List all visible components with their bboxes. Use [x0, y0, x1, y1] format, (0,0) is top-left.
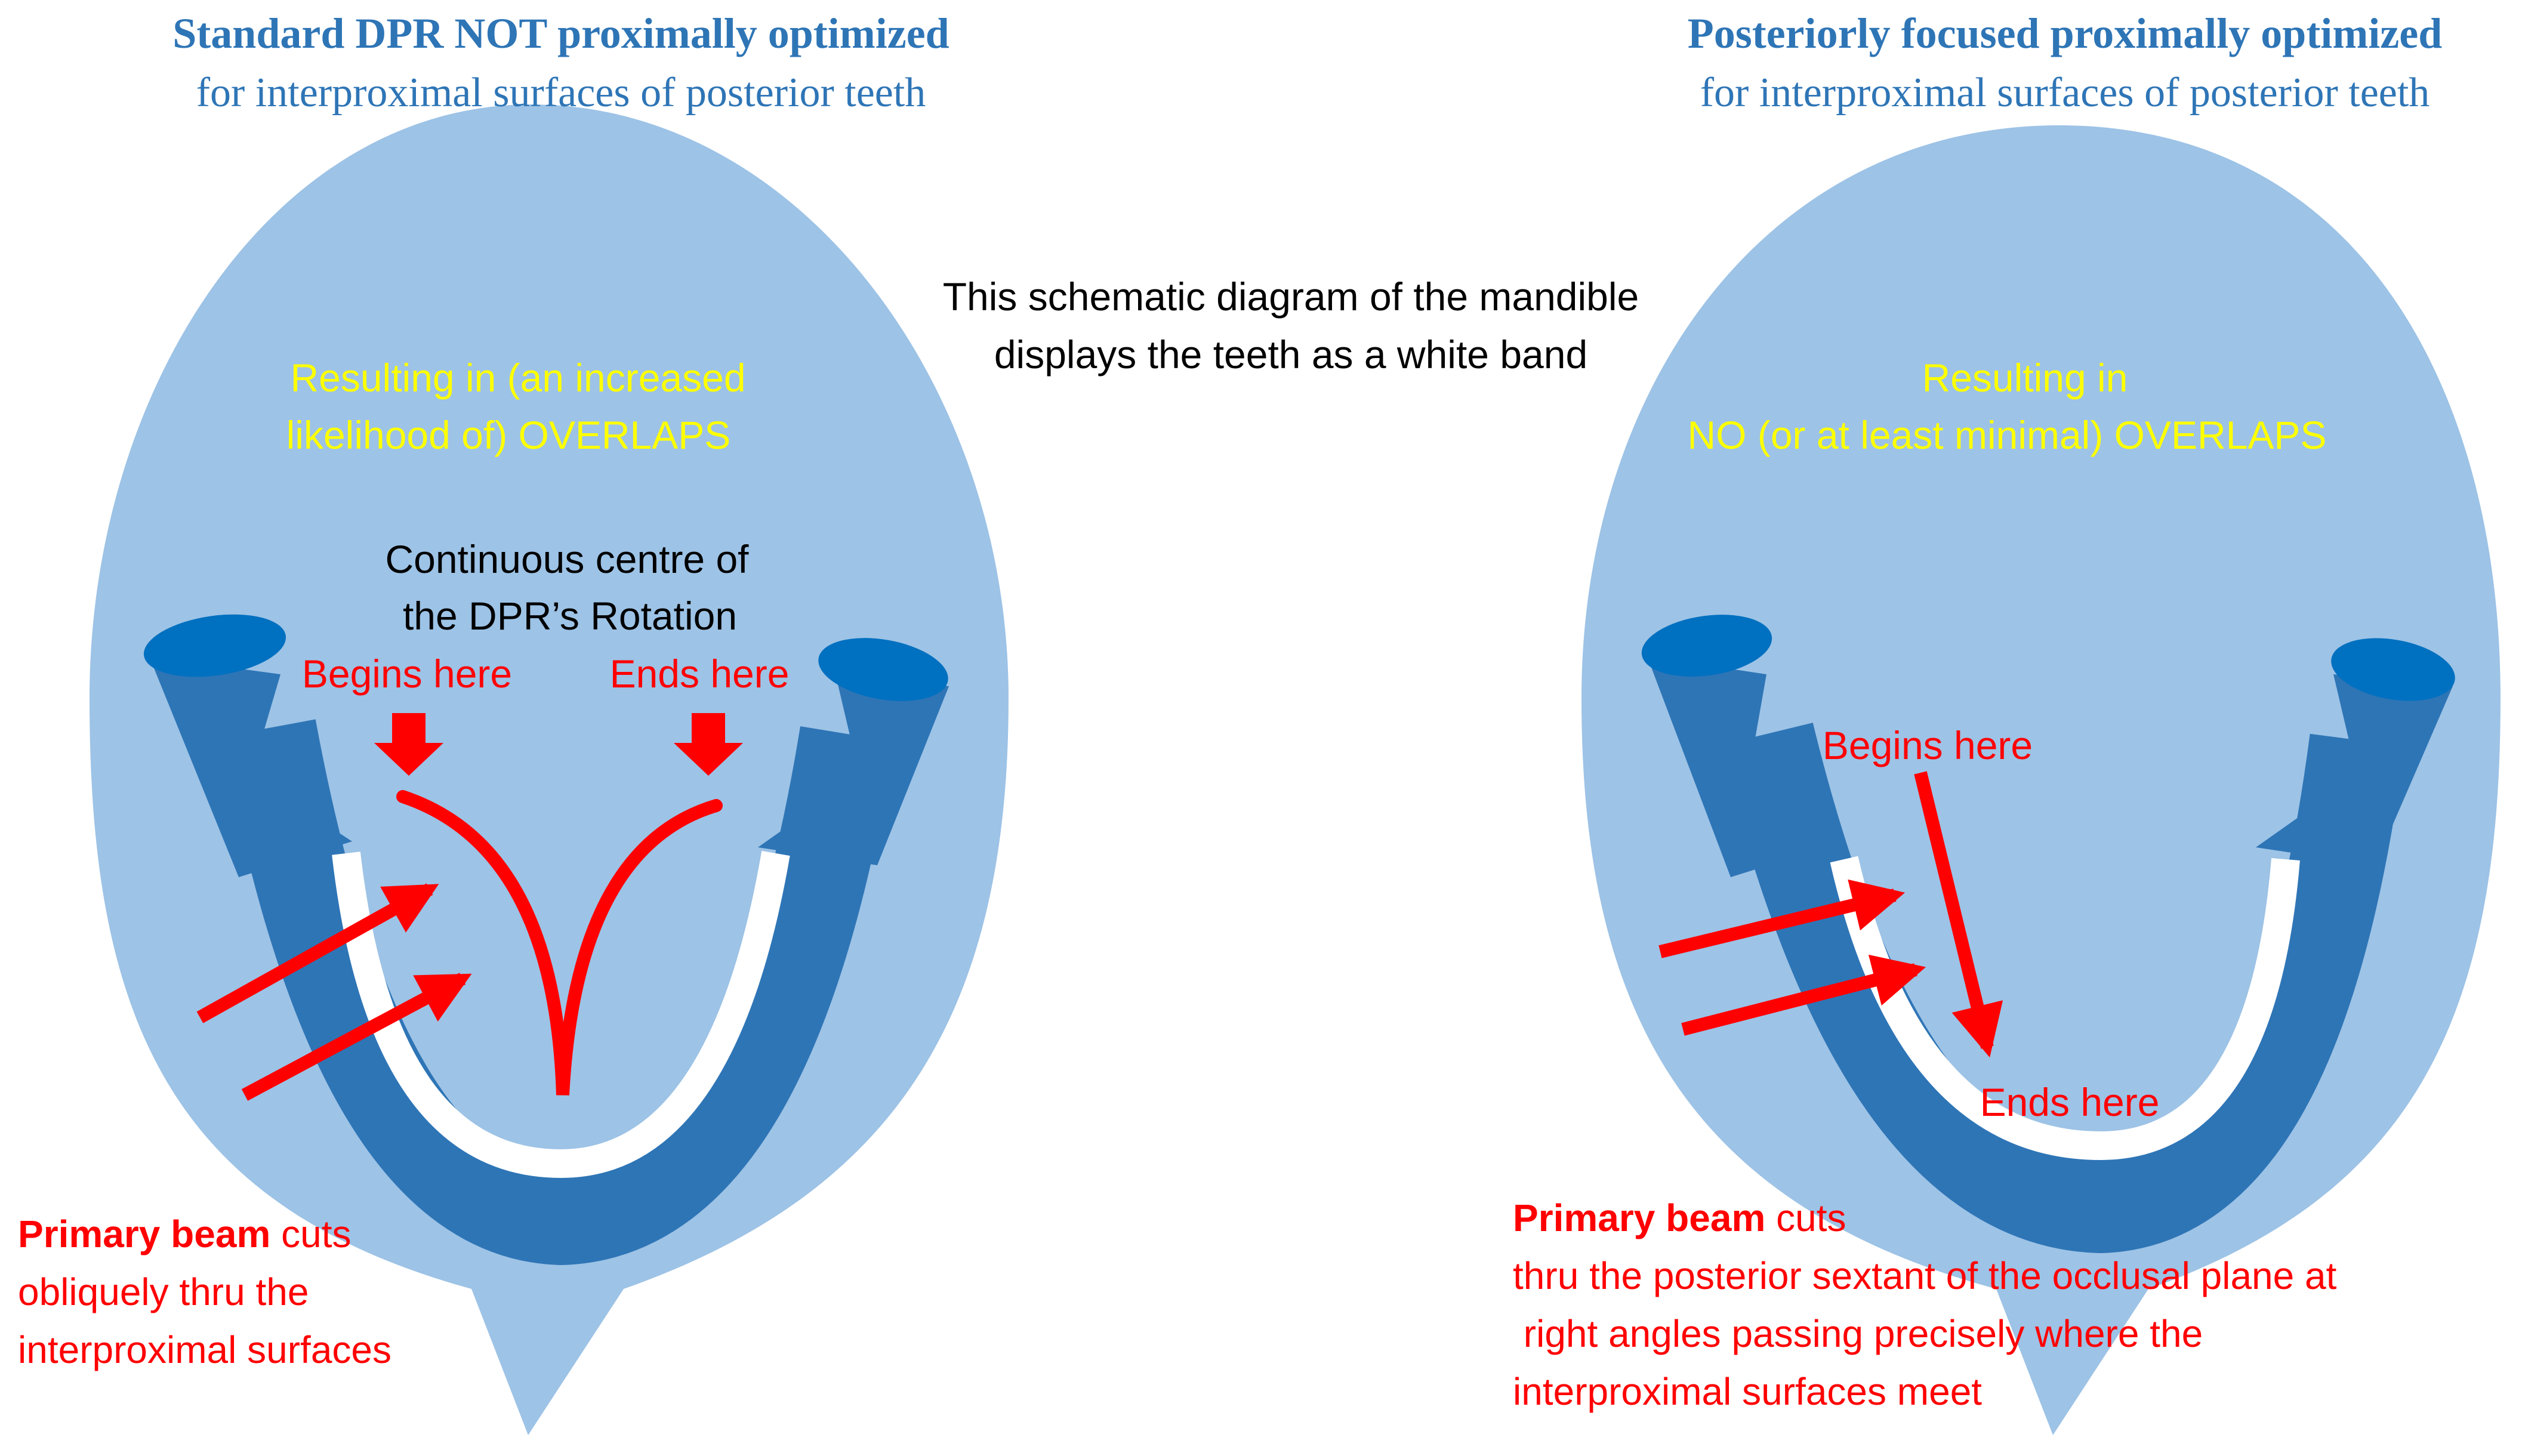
- right-condyle-left: [1641, 615, 1772, 677]
- right-condyle-right: [2331, 638, 2455, 701]
- left-beam-line1: Primary beam cuts: [18, 1213, 352, 1256]
- right-beam-arrow-lower: [1681, 954, 1926, 1036]
- left-beam-bold: Primary beam: [18, 1213, 270, 1256]
- left-begins-down-arrow: [374, 713, 443, 776]
- right-ends-label: Ends here: [1980, 1080, 2160, 1124]
- right-beam-line4: interproximal surfaces meet: [1513, 1370, 1982, 1413]
- left-begins-label: Begins here: [302, 652, 512, 696]
- left-ends-label: Ends here: [610, 652, 790, 696]
- left-panel: Standard DPR NOT proximally optimized fo…: [18, 10, 1009, 1435]
- left-beam-rest: cuts: [270, 1213, 351, 1256]
- right-beam-line1: Primary beam cuts: [1513, 1196, 1846, 1239]
- right-result-line2: NO (or at least minimal) OVERLAPS: [1688, 413, 2327, 457]
- right-beam-arrow-upper: [1658, 879, 1906, 958]
- left-ends-down-arrow: [674, 713, 743, 776]
- right-beam-rest: cuts: [1765, 1196, 1846, 1239]
- center-note-line1: This schematic diagram of the mandible: [943, 274, 1639, 319]
- left-title: Standard DPR NOT proximally optimized: [172, 10, 949, 57]
- left-rotation-line2: the DPR’s Rotation: [403, 594, 737, 638]
- right-ramus-right: [2256, 674, 2453, 865]
- left-result-line1: Resulting in (an increased: [290, 356, 745, 400]
- right-title: Posteriorly focused proximally optimized: [1688, 10, 2443, 57]
- right-begins-label: Begins here: [1823, 723, 2033, 767]
- left-rotation-line1: Continuous centre of: [385, 537, 749, 581]
- left-mandible: [221, 719, 895, 1266]
- right-teeth-band: [1830, 856, 2300, 1161]
- left-beam-arrow-upper: [196, 883, 439, 1023]
- right-rotation-arrow: [1914, 771, 2003, 1058]
- left-result-line2: likelihood of) OVERLAPS: [286, 413, 731, 457]
- left-condyle-left: [143, 614, 286, 677]
- right-panel: Posteriorly focused proximally optimized…: [1513, 10, 2501, 1435]
- left-beam-line2: obliquely thru the: [18, 1270, 309, 1313]
- right-beam-line3: right angles passing precisely where the: [1513, 1312, 2203, 1355]
- left-ramus-right: [758, 674, 949, 865]
- left-beam-arrow-lower: [241, 973, 472, 1101]
- left-beam-line3: interproximal surfaces: [18, 1328, 391, 1371]
- right-beam-line2: thru the posterior sextant of the occlus…: [1513, 1254, 2337, 1297]
- right-subtitle: for interproximal surfaces of posterior …: [1700, 70, 2430, 116]
- right-result-line1: Resulting in: [1922, 356, 2128, 400]
- right-ramus-left: [1647, 656, 1844, 877]
- left-ramus-left: [149, 656, 352, 877]
- left-subtitle: for interproximal surfaces of posterior …: [196, 70, 926, 116]
- center-note: This schematic diagram of the mandible d…: [943, 274, 1639, 377]
- center-note-line2: displays the teeth as a white band: [994, 332, 1587, 377]
- right-beam-bold: Primary beam: [1513, 1196, 1765, 1239]
- left-rotation-path: [396, 790, 723, 1096]
- left-condyle-right: [818, 638, 948, 701]
